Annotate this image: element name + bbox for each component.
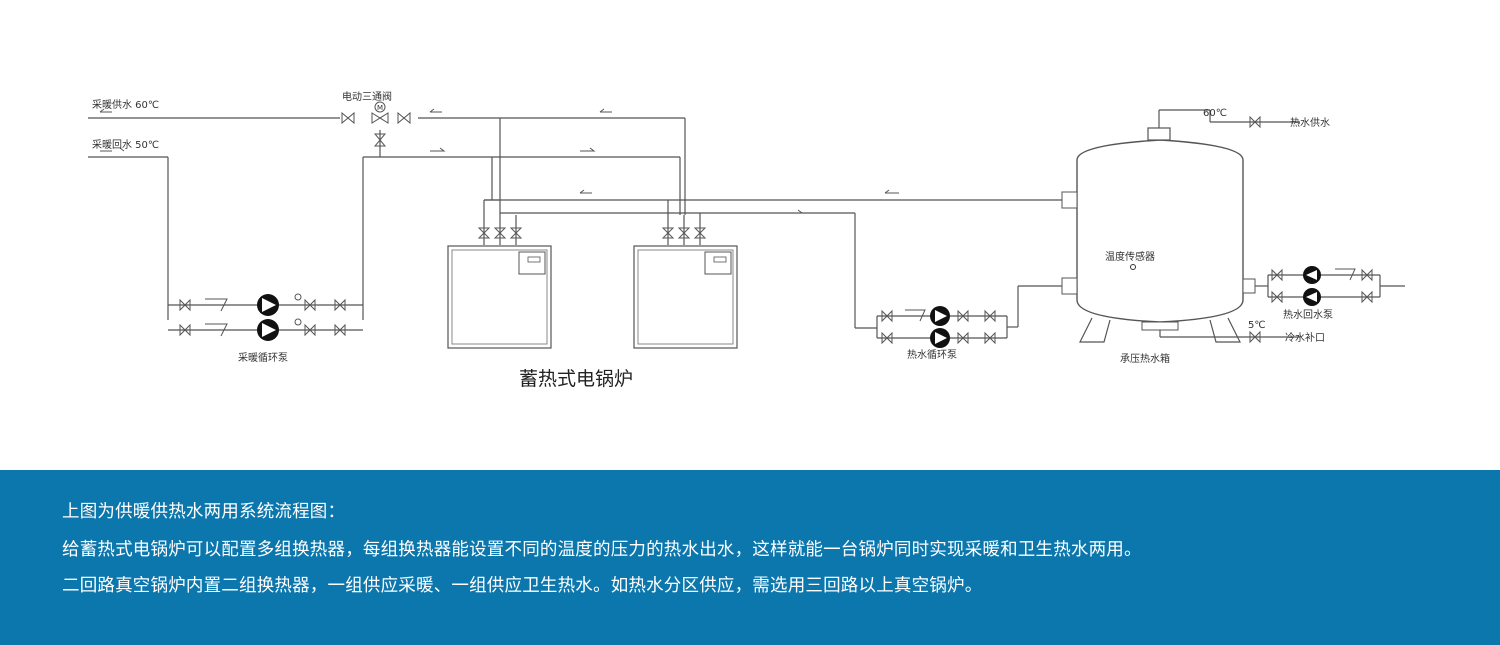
info-line-2: 给蓄热式电锅炉可以配置多组换热器，每组换热器能设置不同的温度的压力的热水出水，这… [62,540,1142,560]
boiler-1 [447,199,552,349]
flow-arrows [99,108,899,214]
hot-water-pump-group: 热水循环泵 [855,285,1062,361]
boiler-2 [633,200,738,349]
cold-water-makeup-label: 冷水补口 [1285,331,1325,344]
tank-supply-line [484,199,1062,328]
diagram-canvas: M 电动三通阀 采暖供水 60℃ 采暖回水 50℃ 采暖循环泵 [88,90,1405,390]
heating-return-line [88,130,681,320]
hot-water-return-pump-label: 热水回水泵 [1283,308,1333,321]
hot-water-supply-label: 热水供水 [1290,116,1330,129]
hot-water-return-pump-group: 热水回水泵 [1255,266,1405,321]
heating-supply-label: 采暖供水 60℃ [92,98,159,111]
heating-pump-group: 采暖循环泵 [168,293,363,364]
heating-pump-label: 采暖循环泵 [238,351,288,364]
three-way-valve-icon: M 电动三通阀 [341,90,411,147]
svg-text:M: M [377,104,383,112]
temp-sensor-label: 温度传感器 [1105,250,1155,263]
temp-5-label: 5℃ [1248,320,1266,331]
hot-water-pump-label: 热水循环泵 [907,348,957,361]
pressure-tank: 温度传感器 承压热水箱 60℃ 热水供水 5℃ 冷水补口 [1061,108,1330,365]
temp-60-label: 60℃ [1203,108,1227,119]
system-flow-diagram: M 电动三通阀 采暖供水 60℃ 采暖回水 50℃ 采暖循环泵 [88,90,1405,390]
pressure-tank-label: 承压热水箱 [1120,352,1170,365]
boiler-caption: 蓄热式电锅炉 [519,368,633,390]
heating-supply-line [88,117,686,215]
info-panel: 上图为供暖供热水两用系统流程图： 给蓄热式电锅炉可以配置多组换热器，每组换热器能… [0,470,1500,645]
info-line-3: 二回路真空锅炉内置二组换热器，一组供应采暖、一组供应卫生热水。如热水分区供应，需… [62,576,983,596]
info-line-1: 上图为供暖供热水两用系统流程图： [62,502,346,522]
heating-return-label: 采暖回水 50℃ [92,138,159,151]
three-way-valve-label: 电动三通阀 [342,90,392,103]
